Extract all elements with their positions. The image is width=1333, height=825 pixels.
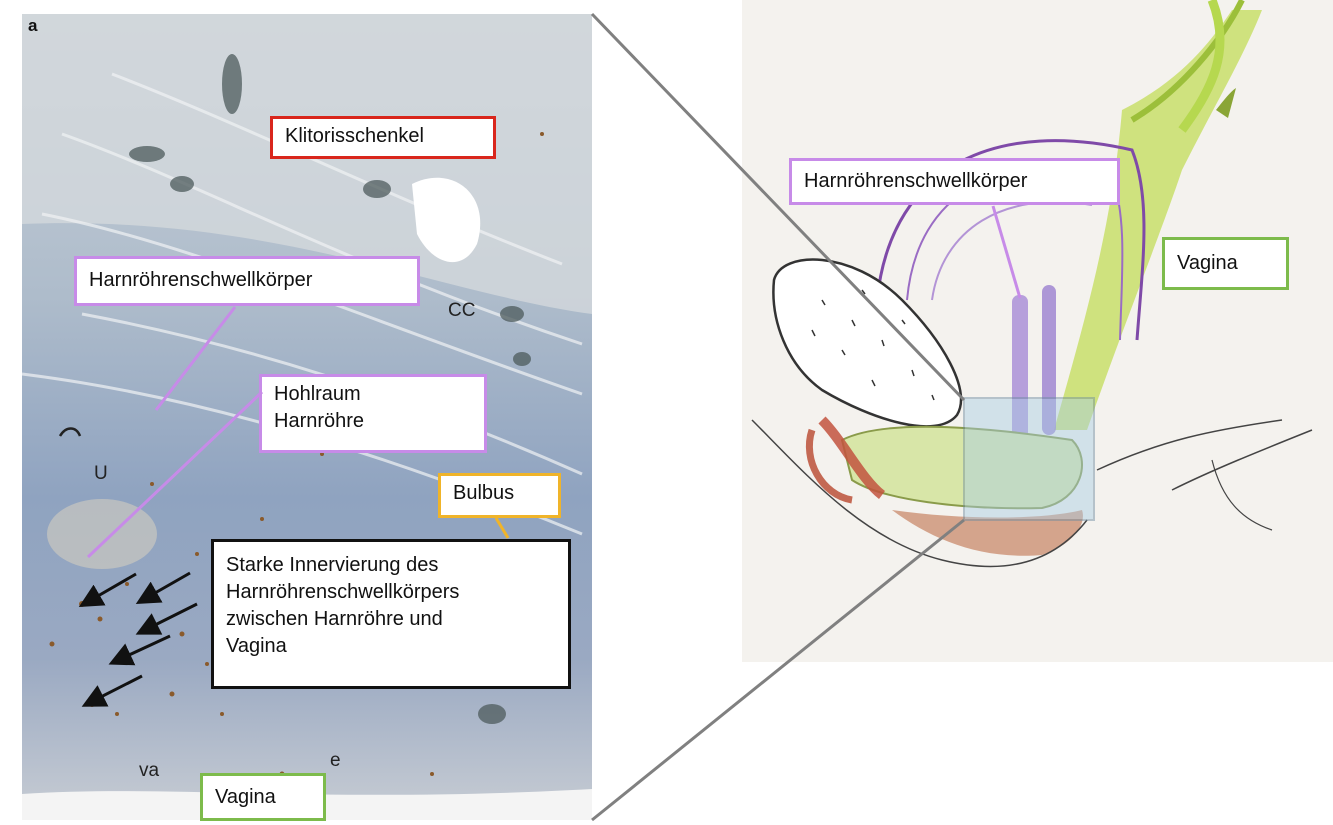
label-vagina-left: Vagina bbox=[200, 773, 326, 821]
label-vagina-right: Vagina bbox=[1162, 237, 1289, 290]
label-harnroehrenschwellkoerper-right: Harnröhrenschwellkörper bbox=[789, 158, 1120, 205]
drawing-sketch bbox=[742, 0, 1333, 662]
label-bulbus: Bulbus bbox=[438, 473, 561, 518]
label-hohlraum-harnroehre: Hohlraum Harnröhre bbox=[259, 374, 487, 453]
marker-cc: CC bbox=[448, 300, 475, 322]
marker-e: e bbox=[330, 750, 341, 772]
label-klitorisschenkel: Klitorisschenkel bbox=[270, 116, 496, 159]
label-starke-innervierung: Starke Innervierung des Harnröhrenschwel… bbox=[211, 539, 571, 689]
marker-u: U bbox=[94, 463, 108, 485]
label-harnroehrenschwellkoerper-left: Harnröhrenschwellkörper bbox=[74, 256, 420, 306]
anatomical-drawing bbox=[742, 0, 1333, 662]
panel-letter: a bbox=[28, 16, 37, 36]
marker-va: va bbox=[139, 760, 159, 782]
